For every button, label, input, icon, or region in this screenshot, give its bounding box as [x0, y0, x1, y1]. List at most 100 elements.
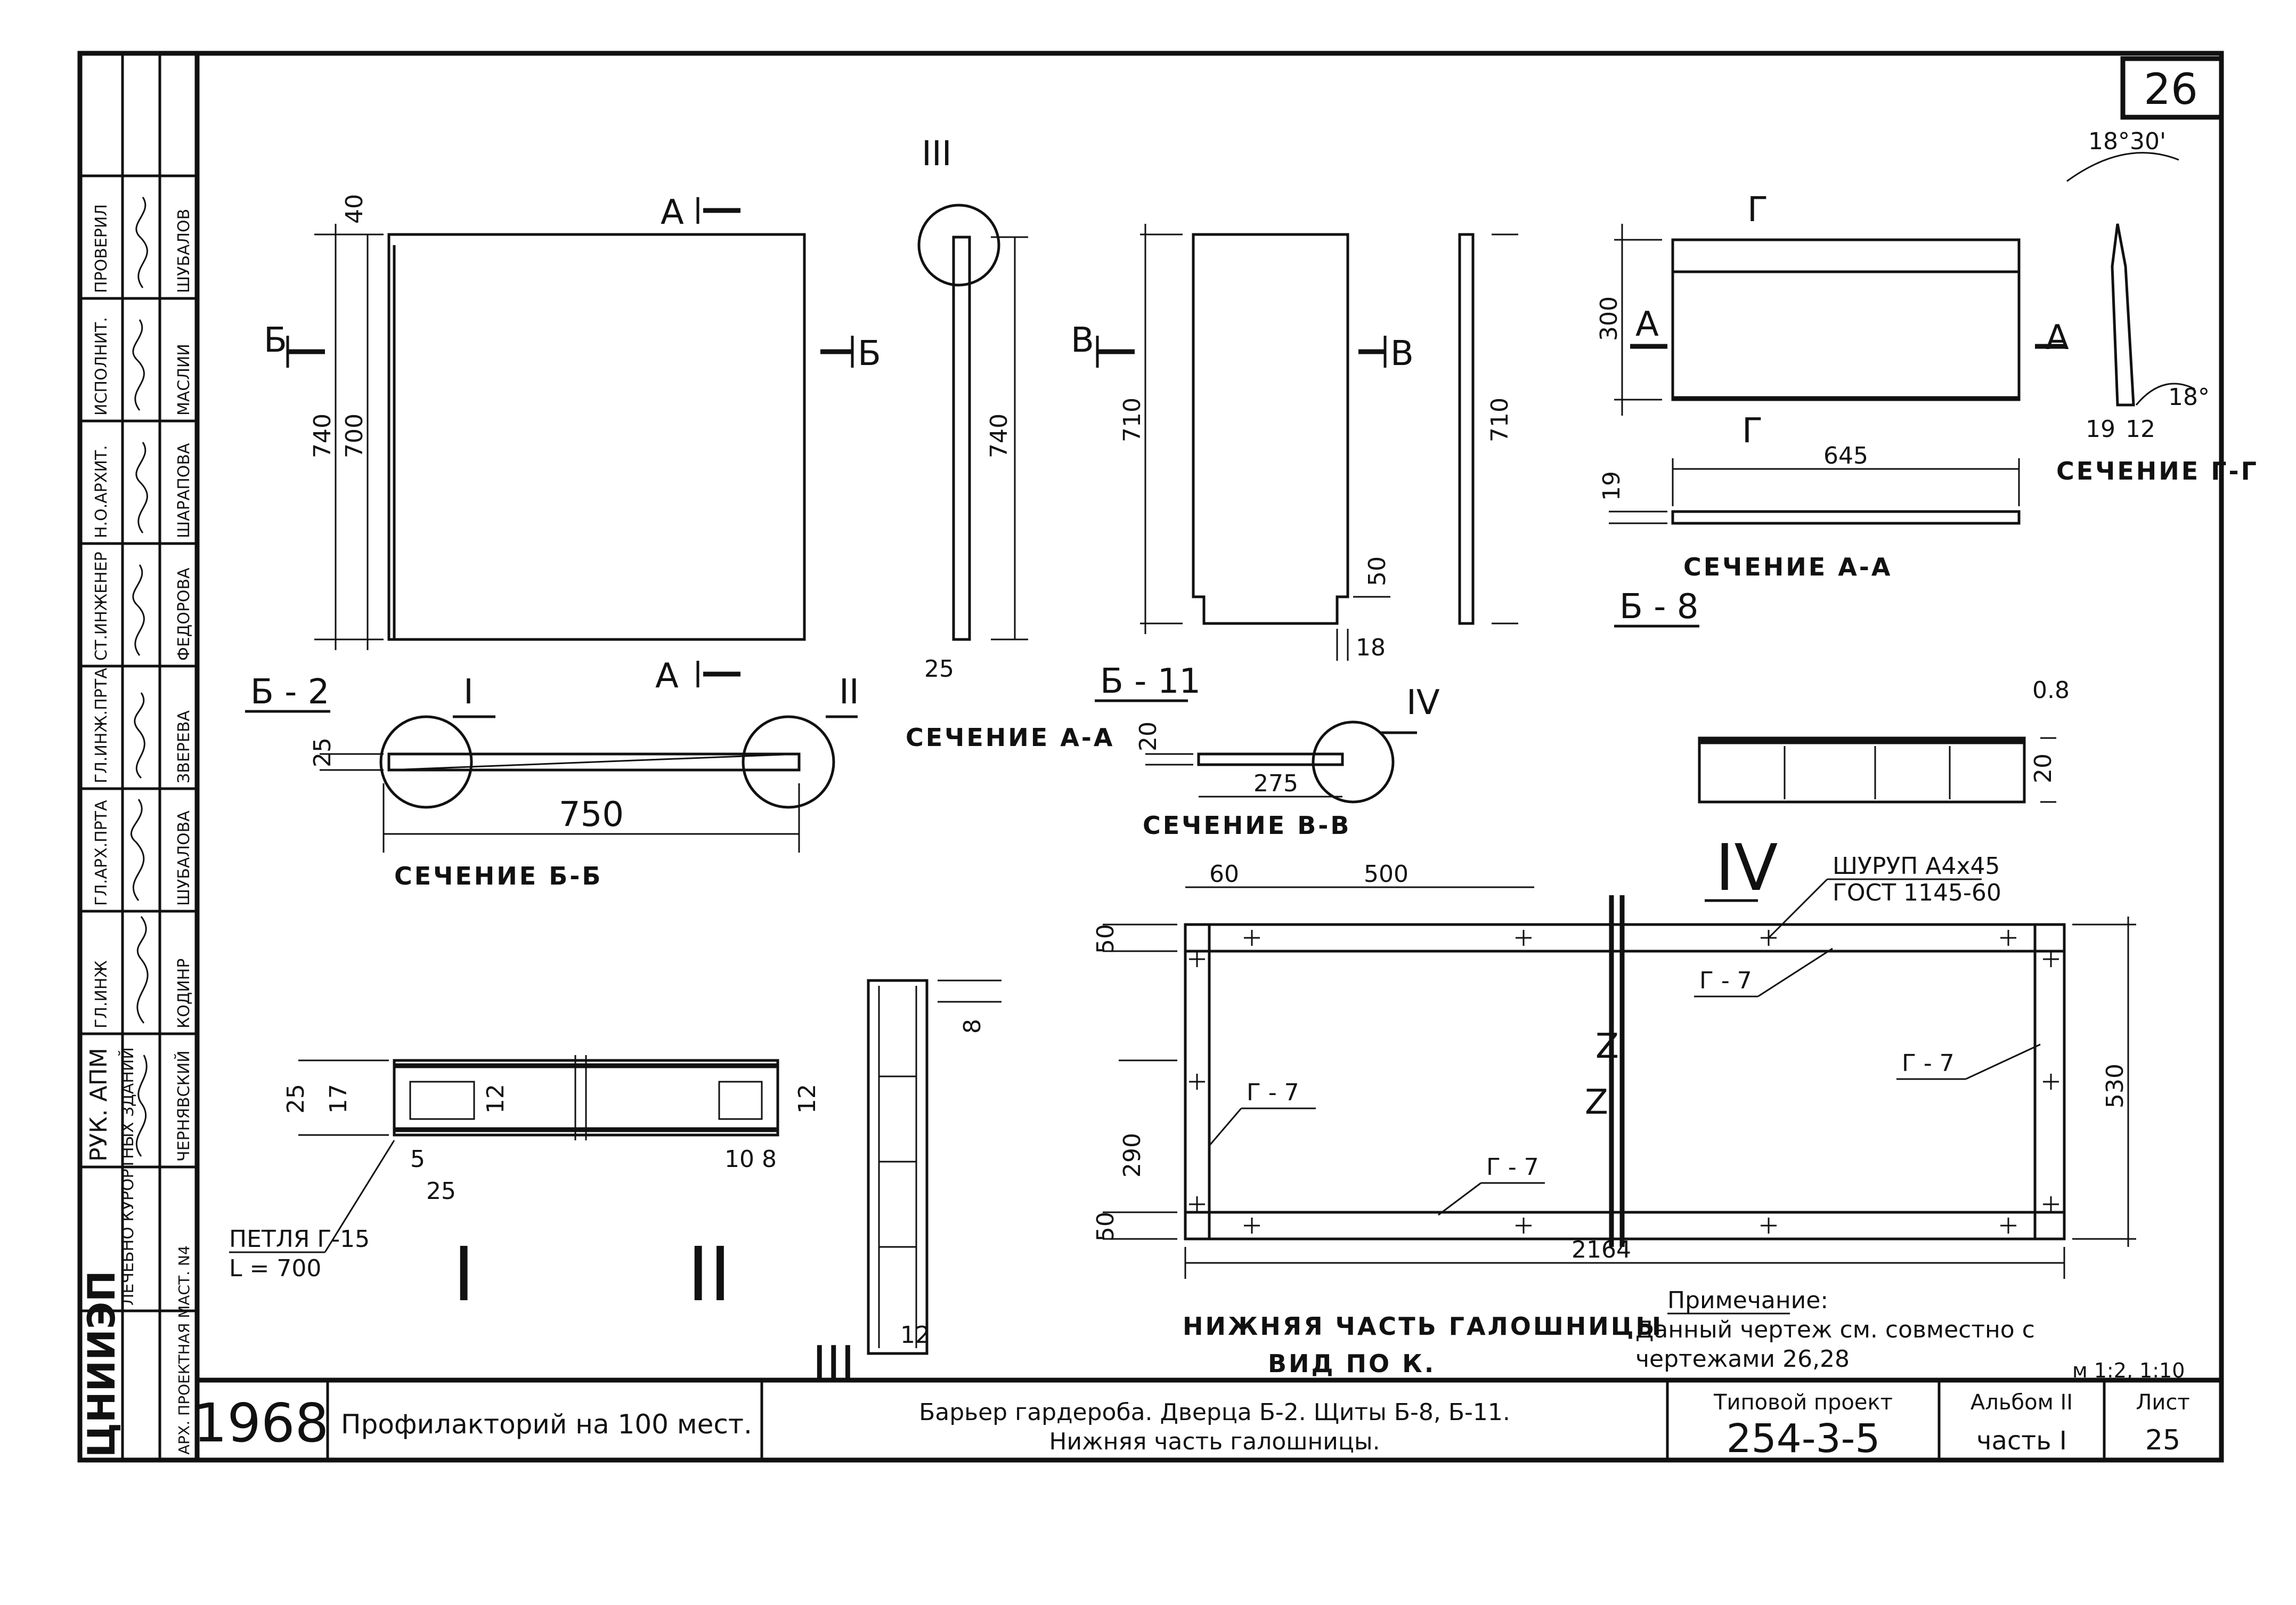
bb-label: СЕЧЕНИЕ Б-Б [394, 862, 603, 890]
b11-dim-710-side: 710 [1486, 398, 1513, 442]
galosh-break-2: Z [1585, 1083, 1608, 1122]
node-i-note-2: L = 700 [229, 1255, 321, 1282]
b8-name: Б - 8 [1619, 587, 1698, 627]
b2-mark-a-bottom: А [655, 656, 679, 696]
b8-mark-a-right: А [2046, 318, 2069, 358]
node-ii-dim-8: 8 [762, 1146, 777, 1173]
stamp-role-5: СТ.ИНЖЕНЕР [92, 552, 111, 661]
sheet-number-box: 26 [2120, 56, 2224, 120]
signatures [130, 197, 149, 1157]
bb-node-i: I [463, 672, 474, 712]
album-label: Альбом II [1971, 1390, 2073, 1415]
stamp-name-2: КОДИНР [175, 959, 193, 1028]
galosh-label-1: НИЖНЯЯ ЧАСТЬ ГАЛОШНИЦЫ [1183, 1312, 1663, 1341]
node-i-note-1: ПЕТЛЯ Г-15 [229, 1226, 370, 1253]
stamp-name-5: ФЕДОРОВА [175, 568, 193, 661]
drawing-title-1: Барьер гардероба. Дверца Б-2. Щиты Б-8, … [919, 1399, 1510, 1426]
stamp-name-8: ШУБАЛОВ [175, 209, 193, 293]
node-i-dim-17: 17 [325, 1084, 352, 1114]
stamp-year: 1968 [193, 1392, 329, 1454]
b8-mark-g-top: Г [1747, 190, 1768, 230]
b8-mark-g-bottom: Г [1742, 411, 1763, 451]
stamp-role-2: ГЛ.ИНЖ [92, 960, 111, 1028]
node-iii-dim-8: 8 [959, 1019, 986, 1034]
b11-mark-right: В [1390, 334, 1414, 374]
galosh-dim-2164: 2164 [1572, 1236, 1631, 1263]
b2-name: Б - 2 [250, 672, 329, 712]
b2-dim-top: 40 [341, 194, 368, 224]
title-block: 1968 Профилакторий на 100 мест. Барьер г… [193, 1380, 2190, 1462]
door-b2: 40 740 700 А А Б Б Б - 2 [245, 193, 881, 713]
stamp-name-6: ШАРАПОВА [175, 443, 193, 538]
note-scale: м 1:2, 1:10 [2072, 1359, 2185, 1382]
b8-section-aa-label: СЕЧЕНИЕ А-А [1683, 553, 1893, 581]
galosh-dim-60: 60 [1209, 861, 1239, 888]
bb-dim-750: 750 [559, 795, 624, 834]
sheet-frame [77, 51, 2224, 1463]
stamp-org-logo: ЦНИИЭП [80, 1270, 124, 1457]
stamp-name-1: ЧЕРНЯВСКИЙ [174, 1050, 193, 1162]
node-i-dim-5: 5 [410, 1146, 425, 1173]
galosh-dim-290: 290 [1119, 1133, 1146, 1178]
gg-angle-top: 18°30' [2088, 128, 2166, 155]
stamp-role-3: ГЛ.АРХ.ПРТА [92, 800, 111, 906]
aa-dim-25: 25 [924, 655, 954, 683]
node-iii-dim-12: 12 [900, 1322, 930, 1349]
sheet-number: 26 [2144, 64, 2198, 114]
galosh-g7-right: Г - 7 [1902, 1050, 1955, 1077]
stamp-name-3: ШУБАЛОВА [175, 810, 193, 906]
iv-mark: IV [1715, 831, 1778, 905]
note-line-1: Данный чертеж см. совместно с [1635, 1316, 2035, 1343]
album-part: часть I [1976, 1426, 2067, 1456]
drawing-note: Примечание: Данный чертеж см. совместно … [1635, 1287, 2185, 1382]
b8-dim-19: 19 [1598, 471, 1625, 501]
node-iv-detail: 0.8 20 IV [1698, 677, 2070, 905]
galoshnitsa: Z Z 60 500 50 290 50 [1092, 853, 2136, 1378]
galosh-dim-530: 530 [2102, 1064, 2129, 1108]
galosh-g7-left: Г - 7 [1247, 1079, 1299, 1106]
node-i-dim-25b: 25 [426, 1178, 456, 1205]
vv-dim-275: 275 [1253, 770, 1298, 797]
galosh-label-2: ВИД ПО К. [1268, 1349, 1436, 1378]
b11-dim-710: 710 [1119, 398, 1146, 442]
stamp-dept: ЛЕЧЕБНО КУРОРТНЫХ ЗДАНИЙ [118, 1047, 137, 1306]
b2-dim-700: 700 [341, 414, 368, 458]
list-label: Лист [2136, 1390, 2189, 1415]
b2-mark-b-left: Б [264, 321, 287, 360]
galosh-dim-50-bottom: 50 [1092, 1212, 1119, 1242]
stamp-role-4: ГЛ.ИНЖ.ПРТА [92, 668, 111, 783]
b8-dim-300: 300 [1595, 296, 1623, 341]
galosh-dim-50-top: 50 [1092, 924, 1119, 954]
typical-project-number: 254-3-5 [1727, 1416, 1880, 1462]
galosh-dim-500: 500 [1364, 861, 1408, 888]
stamp-role-7: ИСПОЛНИТ. [92, 317, 111, 416]
galosh-break-1: Z [1595, 1027, 1619, 1066]
galosh-screw-1: ШУРУП А4х45 [1833, 853, 2000, 880]
gg-angle-bottom: 18° [2168, 384, 2210, 411]
stamp-name-7: МАСЛИИ [175, 344, 193, 416]
shield-b8: 300 А А Г Г 645 19 СЕЧЕНИЕ А-А Б - 8 18°… [1595, 128, 2257, 628]
b8-mark-a-left: А [1635, 305, 1659, 344]
aa-dim-740: 740 [986, 414, 1013, 458]
left-stamp: РУК. АПМ ГЛ.ИНЖ ГЛ.АРХ.ПРТА ГЛ.ИНЖ.ПРТА … [80, 174, 197, 1457]
note-title: Примечание: [1667, 1287, 1828, 1314]
node-ii-dim-12: 12 [794, 1084, 821, 1114]
stamp-role-6: Н.О.АРХИТ. [92, 445, 111, 538]
aa-mark-iii: III [922, 134, 952, 174]
bb-node-ii: II [839, 672, 859, 712]
typical-project-label: Типовой проект [1713, 1390, 1893, 1415]
iv-dim-08: 0.8 [2032, 677, 2070, 704]
node-iii-mark: III [812, 1336, 855, 1392]
shield-b11: 710 В В 50 18 Б - 11 710 [1071, 224, 1518, 702]
node-iii: 8 12 III [812, 979, 1002, 1392]
project-name: Профилакторий на 100 мест. [341, 1409, 752, 1440]
stamp-name-4: ЗВЕРЕВА [175, 710, 193, 783]
b8-dim-645: 645 [1823, 442, 1868, 469]
stamp-role-8: ПРОВЕРИЛ [92, 204, 111, 293]
section-vv: IV 20 275 СЕЧЕНИЕ В-В [1135, 683, 1440, 840]
bb-dim-25: 25 [309, 737, 336, 767]
galosh-g7-top: Г - 7 [1699, 967, 1752, 994]
stamp-role-1: РУК. АПМ [85, 1048, 112, 1162]
node-ii-dim-10: 10 [724, 1146, 754, 1173]
gg-dim-12: 12 [2126, 416, 2155, 443]
